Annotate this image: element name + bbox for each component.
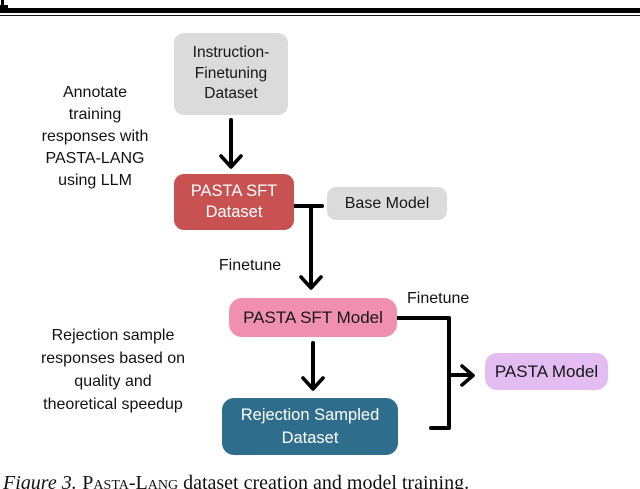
node-label-line: Dataset <box>204 85 258 103</box>
annotation-rejection-note: Rejection sample responses based on qual… <box>12 324 214 416</box>
note-line: responses based on <box>40 350 186 367</box>
node-rejection-sampled-dataset: Rejection Sampled Dataset <box>222 398 398 455</box>
node-instruction-finetuning-dataset: Instruction- Finetuning Dataset <box>174 33 288 115</box>
note-line: responses with <box>41 128 149 145</box>
note-line: Annotate <box>62 84 128 101</box>
edge-label-finetune-right: Finetune <box>407 290 470 307</box>
arrow-junction-down-icon <box>292 204 324 290</box>
node-label-line: Rejection Sampled <box>240 405 380 424</box>
caption-smallcaps-term: Pasta-Lang <box>82 472 179 489</box>
note-line: training <box>68 106 122 123</box>
node-label-line: Instruction- <box>192 44 270 62</box>
node-base-model: Base Model <box>327 187 447 220</box>
section-rule-thick <box>0 8 640 13</box>
note-line: quality and <box>74 373 152 390</box>
node-label-line: PASTA SFT <box>190 182 278 200</box>
arrow-down-icon <box>301 341 325 391</box>
note-line: using LLM <box>58 172 132 189</box>
node-label: PASTA SFT Model <box>243 307 383 327</box>
arrow-down-icon <box>219 118 243 169</box>
node-label: PASTA Model <box>494 361 599 381</box>
node-pasta-sft-model: PASTA SFT Model <box>229 298 397 337</box>
node-pasta-model: PASTA Model <box>485 353 608 390</box>
node-pasta-sft-dataset: PASTA SFT Dataset <box>174 174 294 230</box>
figure-caption: Figure 3. Pasta-Lang dataset creation and… <box>3 471 637 489</box>
bracket-arrow-right-icon <box>396 316 475 430</box>
note-line: PASTA-LANG <box>45 150 145 167</box>
node-label-line: Dataset <box>281 428 339 447</box>
edge-label-finetune-left: Finetune <box>218 257 282 274</box>
note-line: Rejection sample <box>51 327 175 344</box>
node-label-line: Dataset <box>205 203 263 221</box>
node-label-line: Finetuning <box>194 64 268 82</box>
caption-label: Figure 3. <box>3 472 77 489</box>
annotation-annotate-note: Annotate training responses with PASTA-L… <box>15 82 175 192</box>
note-line: theoretical speedup <box>43 396 183 413</box>
clipped-text-fragment <box>1 0 4 6</box>
node-label: Base Model <box>344 194 430 212</box>
clipped-text-fragment <box>0 5 8 8</box>
section-rule-thin <box>0 14 640 16</box>
caption-text: dataset creation and model training. <box>178 472 470 489</box>
